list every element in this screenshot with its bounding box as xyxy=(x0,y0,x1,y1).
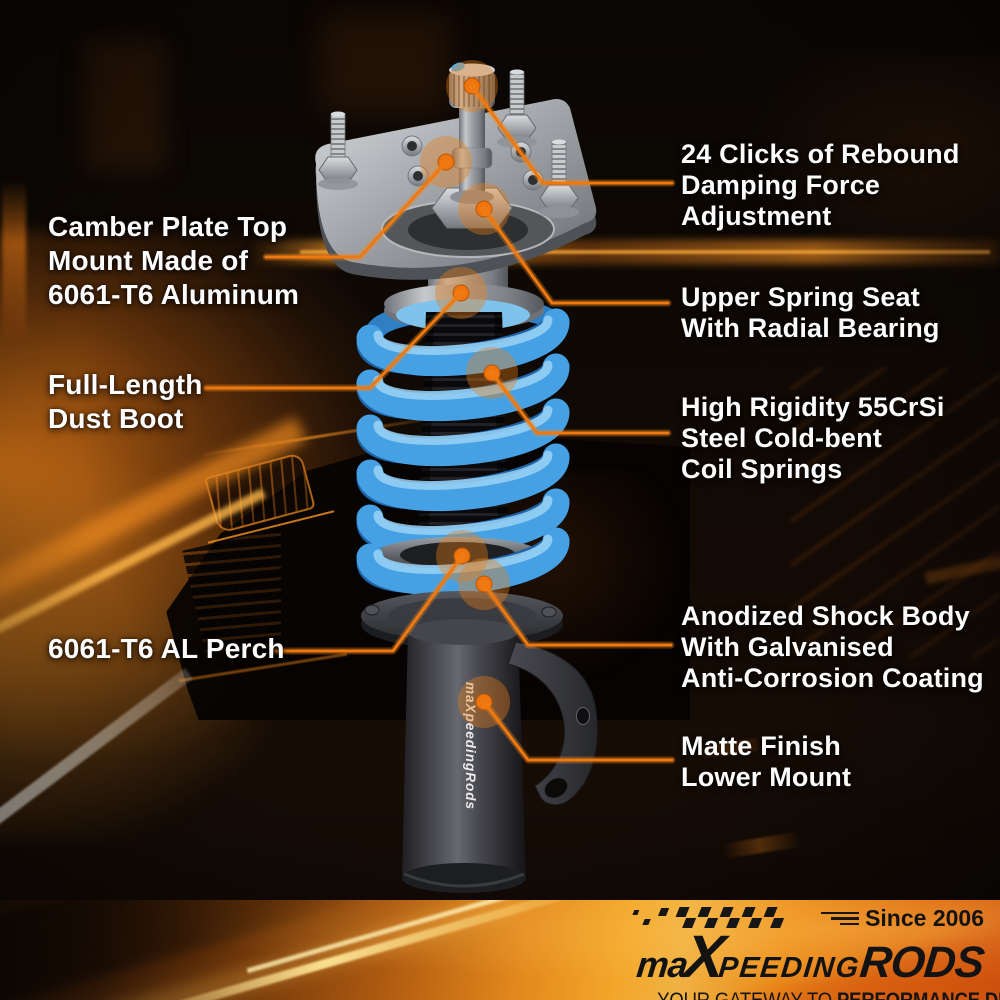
label-line: With Galvanised xyxy=(681,632,894,662)
camber-plate xyxy=(315,62,597,280)
label-line: 6061-T6 Aluminum xyxy=(48,279,300,310)
callout-spring-seat: Upper Spring Seat With Radial Bearing xyxy=(681,282,940,344)
label-line: Camber Plate Top xyxy=(48,211,288,242)
label-line: Dust Boot xyxy=(48,403,184,434)
callout-dust-boot: Full-Length Dust Boot xyxy=(48,368,203,436)
label-line: Mount Made of xyxy=(48,245,249,276)
label-line: Adjustment xyxy=(681,201,832,231)
label-line: Anodized Shock Body xyxy=(681,601,970,631)
since-label: Since 2006 xyxy=(865,905,984,931)
label-line: High Rigidity 55CrSi xyxy=(681,392,945,422)
label-line: Matte Finish xyxy=(681,731,841,761)
brand-wordmark: maXpeedingRODS xyxy=(601,923,987,990)
wordmark-ma: ma xyxy=(634,944,690,985)
callout-camber-plate: Camber Plate Top Mount Made of 6061-T6 A… xyxy=(48,210,299,312)
brand-tagline: YOUR GATEWAY TO PERFORMANCE DRIVING xyxy=(657,988,1000,1000)
label-line: 6061-T6 AL Perch xyxy=(48,633,285,664)
callout-al-perch: 6061-T6 AL Perch xyxy=(48,632,285,666)
callout-coil-springs: High Rigidity 55CrSi Steel Cold-bent Coi… xyxy=(681,392,945,485)
label-line: 24 Clicks of Rebound xyxy=(681,139,960,169)
wordmark-rods: RODS xyxy=(857,938,986,987)
lower-mount-bracket xyxy=(507,641,598,806)
label-line: With Radial Bearing xyxy=(681,313,940,343)
label-line: Upper Spring Seat xyxy=(681,282,920,312)
label-line: Coil Springs xyxy=(681,454,843,484)
brand-logo: Since 2006 maXpeedingRODS YOUR GATEWAY T… xyxy=(601,905,1000,1000)
callout-lower-mount: Matte Finish Lower Mount xyxy=(681,731,851,793)
label-line: Damping Force xyxy=(681,170,881,200)
tagline-bold: PERFORMANCE DRIVING xyxy=(836,988,1000,1000)
speed-lines-icon xyxy=(821,911,860,926)
checkered-flag-icon xyxy=(632,907,785,928)
wordmark-peeding: peeding xyxy=(717,952,862,984)
brand-banner: Since 2006 maXpeedingRODS YOUR GATEWAY T… xyxy=(0,900,1000,1000)
shock-body-logo: maXpeedingRods xyxy=(463,682,478,810)
leader-lines xyxy=(202,82,676,764)
label-line: Full-Length xyxy=(48,369,203,400)
shock-body: maXpeedingRods xyxy=(402,619,598,893)
callout-shock-body: Anodized Shock Body With Galvanised Anti… xyxy=(681,601,984,694)
label-line: Anti-Corrosion Coating xyxy=(681,663,984,693)
label-line: Lower Mount xyxy=(681,762,852,792)
tagline-regular: YOUR GATEWAY TO xyxy=(657,988,833,1000)
label-line: Steel Cold-bent xyxy=(681,423,883,453)
callout-rebound: 24 Clicks of Rebound Damping Force Adjus… xyxy=(681,139,960,232)
